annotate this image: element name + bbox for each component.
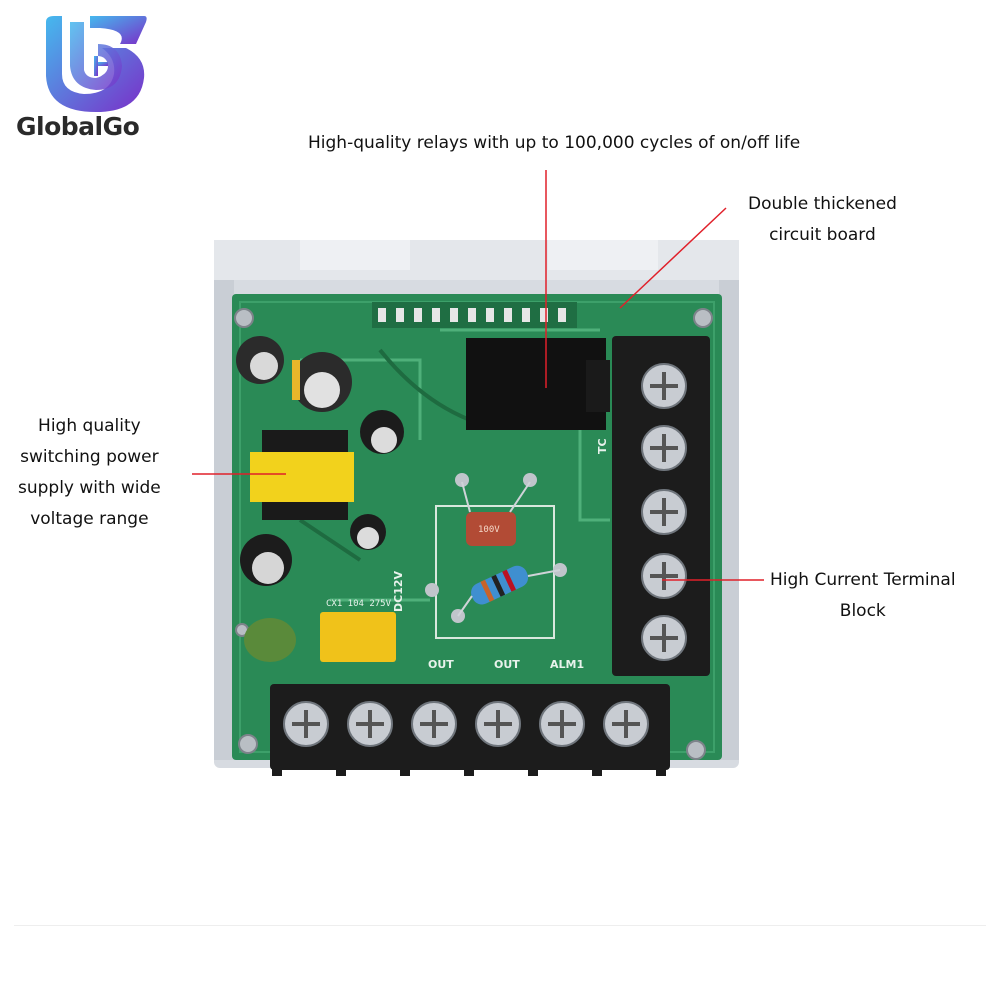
callout-board-line: circuit board [769,225,876,245]
pcb-label-tc: TC [596,438,609,454]
callout-terminal: High Current Terminal Block [770,565,956,627]
pcb-label-out2: OUT [494,658,520,671]
callout-power-line: supply with wide [18,478,161,498]
callout-power-line: switching power [20,447,159,467]
transformer [250,430,354,520]
relay [466,338,606,430]
pcb-label-alm1: ALM1 [550,658,584,671]
globalgo-logo-icon [46,16,147,112]
callout-power-line: High quality [38,416,141,436]
callout-terminal-line: High Current Terminal [770,570,956,590]
callout-board: Double thickened circuit board [748,189,897,251]
bottom-terminal-block [270,684,670,776]
callout-board-line: Double thickened [748,194,897,214]
callout-relays: High-quality relays with up to 100,000 c… [308,128,800,159]
brand-logo: GlobalGo [16,14,166,144]
pcb-label-cap-voltage: 100V [478,525,500,535]
callout-power: High quality switching power supply with… [18,411,161,535]
brand-name: GlobalGo [16,112,140,141]
pcb-label-out1: OUT [428,658,454,671]
callout-relays-line: High-quality relays with up to 100,000 c… [308,133,801,153]
x-capacitor [320,612,396,662]
pcb-label-dc12v: DC12V [392,570,405,612]
capacitors [236,336,404,586]
callout-terminal-line: Block [839,601,886,621]
right-terminal-block [612,336,710,676]
callout-power-line: voltage range [30,509,149,529]
divider [14,925,986,926]
pcb-label-cap-code: CX1 104 275V [326,599,392,609]
